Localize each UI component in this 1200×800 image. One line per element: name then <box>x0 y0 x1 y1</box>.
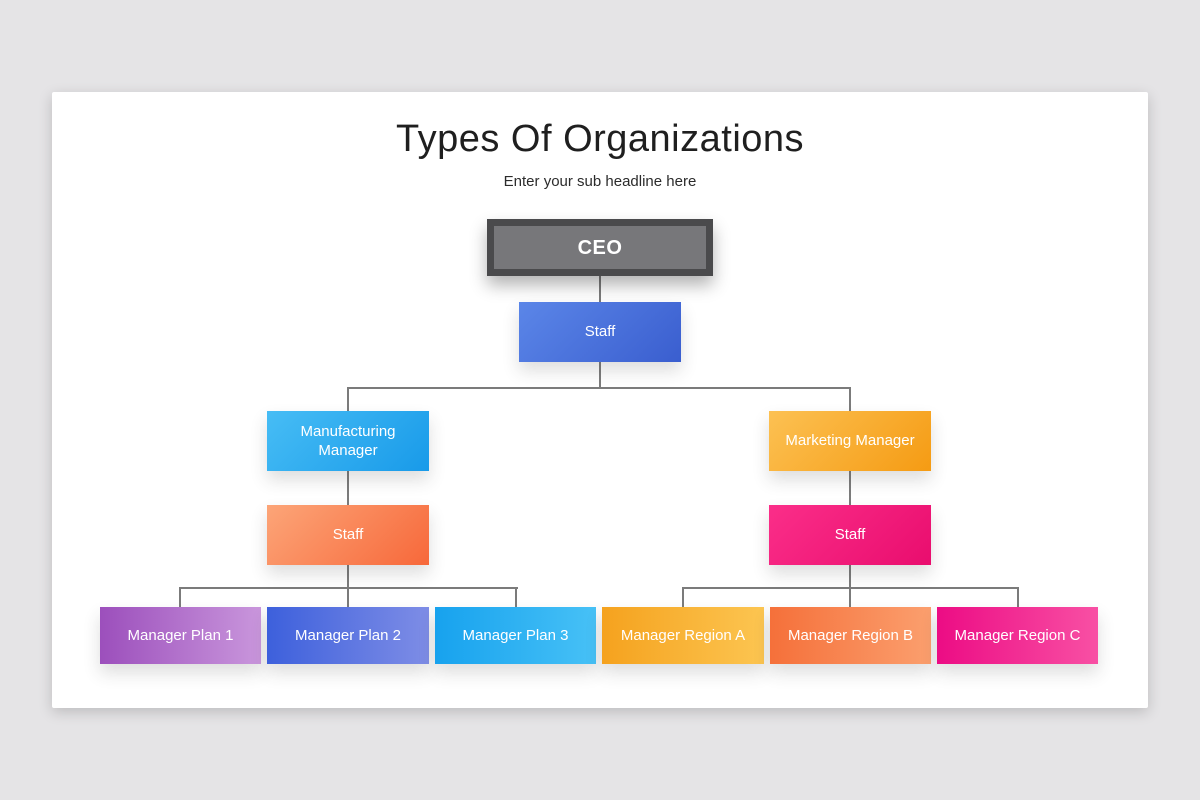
connector-staff-drop <box>599 362 601 388</box>
slide-title: Types Of Organizations <box>395 118 805 160</box>
org-node-ceo-label: CEO <box>577 236 623 259</box>
org-node-manager-plan-2[interactable]: Manager Plan 2 <box>267 607 429 664</box>
org-node-marketing-manager-label: Marketing Manager <box>785 432 915 450</box>
org-node-manufacturing-manager-label: Manufacturing Manager <box>300 422 396 460</box>
org-node-manager-plan-3-label: Manager Plan 3 <box>462 626 569 644</box>
org-node-staff-right[interactable]: Staff <box>769 505 931 565</box>
org-node-manager-region-b-label: Manager Region B <box>787 626 914 644</box>
connector-to-plan3 <box>515 587 517 607</box>
org-node-manager-region-b[interactable]: Manager Region B <box>770 607 931 664</box>
org-node-ceo[interactable]: CEO <box>487 219 713 276</box>
connector-to-region-b <box>849 587 851 607</box>
slide-subtitle: Enter your sub headline here <box>503 173 697 190</box>
slide-card <box>52 92 1148 708</box>
org-node-staff-right-label: Staff <box>834 526 866 544</box>
org-node-manager-plan-1-label: Manager Plan 1 <box>127 626 234 644</box>
connector-to-manufacturing <box>347 387 349 411</box>
connector-to-plan2 <box>347 587 349 607</box>
org-node-manufacturing-manager[interactable]: Manufacturing Manager <box>267 411 429 471</box>
org-node-manager-plan-1[interactable]: Manager Plan 1 <box>100 607 261 664</box>
org-node-manager-region-c-label: Manager Region C <box>954 626 1081 644</box>
org-node-staff-top[interactable]: Staff <box>519 302 681 362</box>
org-node-staff-top-label: Staff <box>584 323 616 341</box>
connector-marketing-staff <box>849 471 851 505</box>
connector-manufacturing-staff <box>347 471 349 505</box>
org-node-manager-plan-2-label: Manager Plan 2 <box>295 626 401 644</box>
connector-to-marketing <box>849 387 851 411</box>
org-node-manager-region-c[interactable]: Manager Region C <box>937 607 1098 664</box>
org-node-manager-region-a[interactable]: Manager Region A <box>602 607 764 664</box>
org-node-manager-plan-3[interactable]: Manager Plan 3 <box>435 607 596 664</box>
connector-to-plan1 <box>179 587 181 607</box>
connector-staffleft-drop <box>347 565 349 588</box>
org-node-staff-left-label: Staff <box>332 526 364 544</box>
connector-to-region-a <box>682 587 684 607</box>
connector-ceo-staff <box>599 275 601 303</box>
connector-level2-horizontal <box>347 387 851 389</box>
org-node-staff-left[interactable]: Staff <box>267 505 429 565</box>
connector-staffright-drop <box>849 565 851 588</box>
org-node-marketing-manager[interactable]: Marketing Manager <box>769 411 931 471</box>
org-node-manager-region-a-label: Manager Region A <box>620 626 746 644</box>
connector-to-region-c <box>1017 587 1019 607</box>
